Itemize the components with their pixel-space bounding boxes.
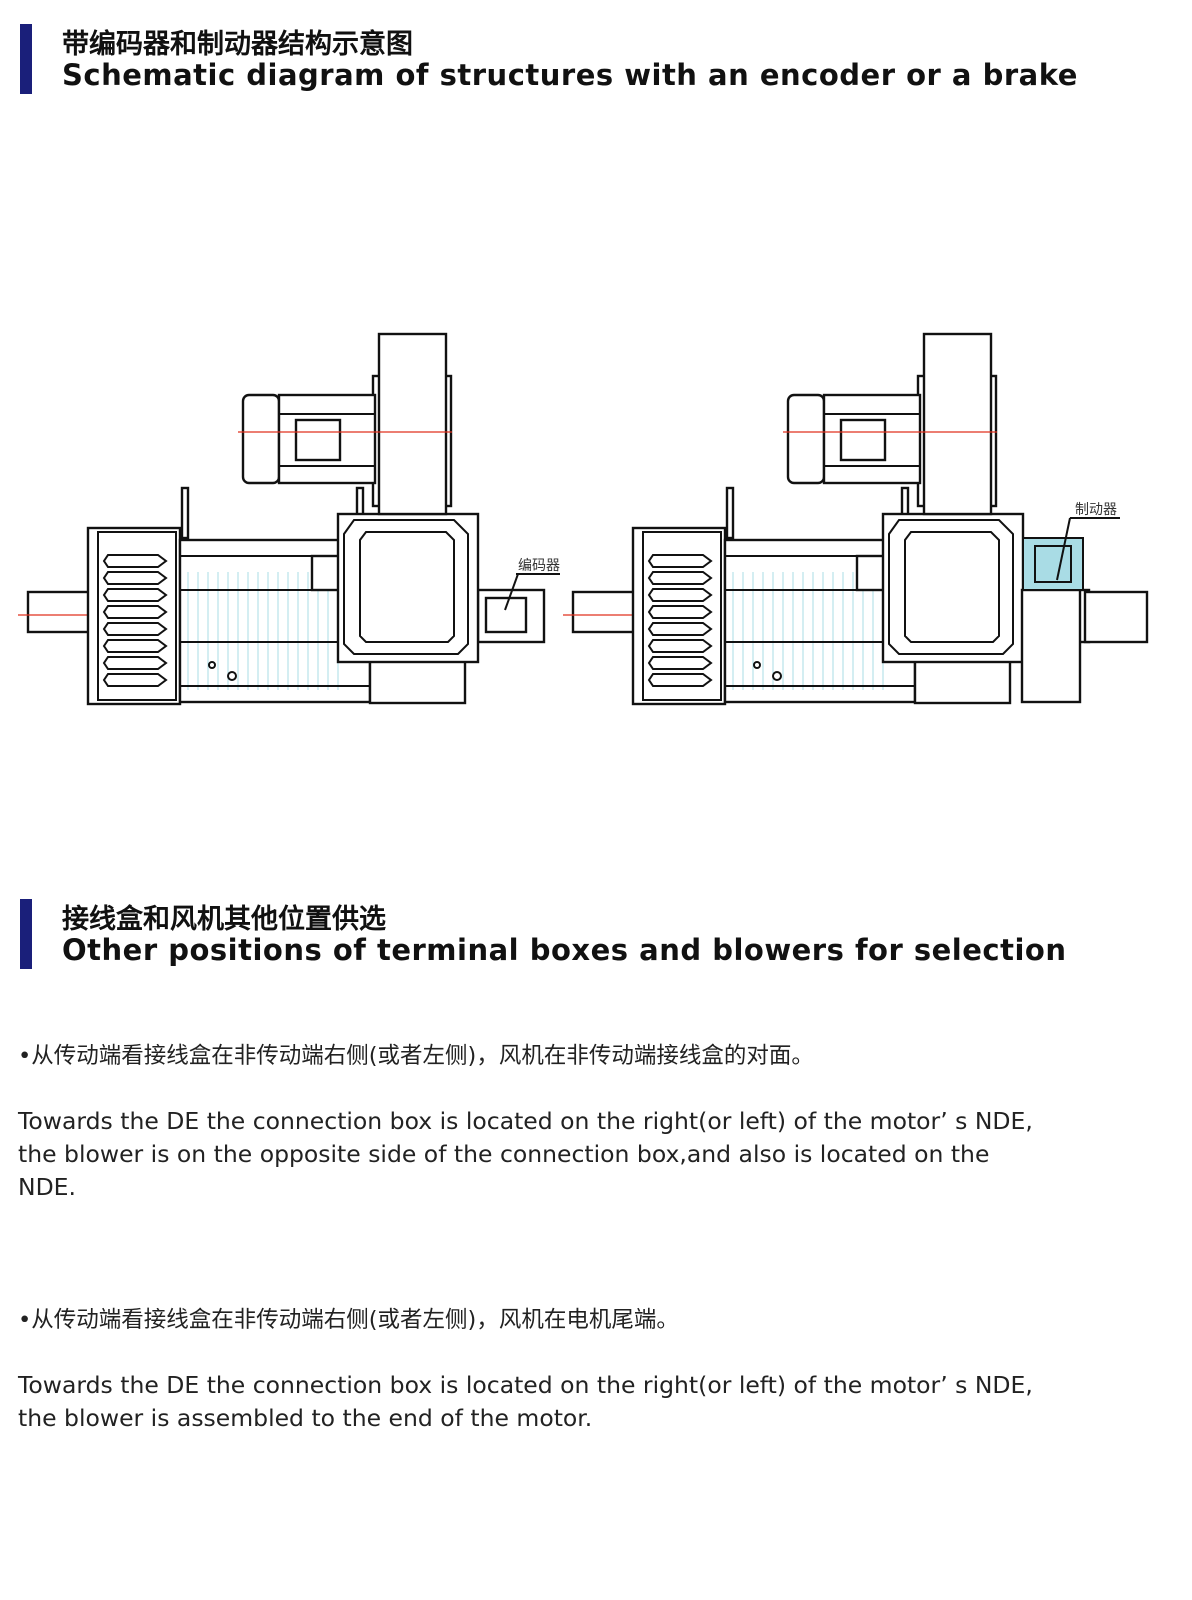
text-line: Towards the DE the connection box is loc… [18,1371,1033,1399]
motor-schematics: 编码器 制动器 [16,332,1149,706]
diagram-brake: 制动器 [561,332,1149,706]
encoder-label: 编码器 [518,558,560,574]
text-line: the blower is assembled to the end of th… [18,1404,593,1432]
text-line: Towards the DE the connection box is loc… [18,1107,1033,1135]
option-2-zh: •从传动端看接线盒在非传动端右侧(或者左侧)，风机在电机尾端。 [18,1307,679,1333]
option-1-en: Towards the DE the connection box is loc… [18,1105,1178,1204]
accent-bar [20,899,32,969]
diagram-encoder: 编码器 [16,332,560,706]
section-title-zh: 接线盒和风机其他位置供选 [62,904,386,935]
text-line: NDE. [18,1173,76,1201]
section-title-en: Schematic diagram of structures with an … [62,58,1078,92]
section-title-en: Other positions of terminal boxes and bl… [62,933,1067,967]
option-1-zh: •从传动端看接线盒在非传动端右侧(或者左侧)，风机在非传动端接线盒的对面。 [18,1043,814,1069]
option-2-en: Towards the DE the connection box is loc… [18,1369,1178,1435]
brake-label: 制动器 [1075,502,1117,518]
accent-bar [20,24,32,94]
section-title-zh: 带编码器和制动器结构示意图 [62,29,413,60]
text-line: the blower is on the opposite side of th… [18,1140,990,1168]
